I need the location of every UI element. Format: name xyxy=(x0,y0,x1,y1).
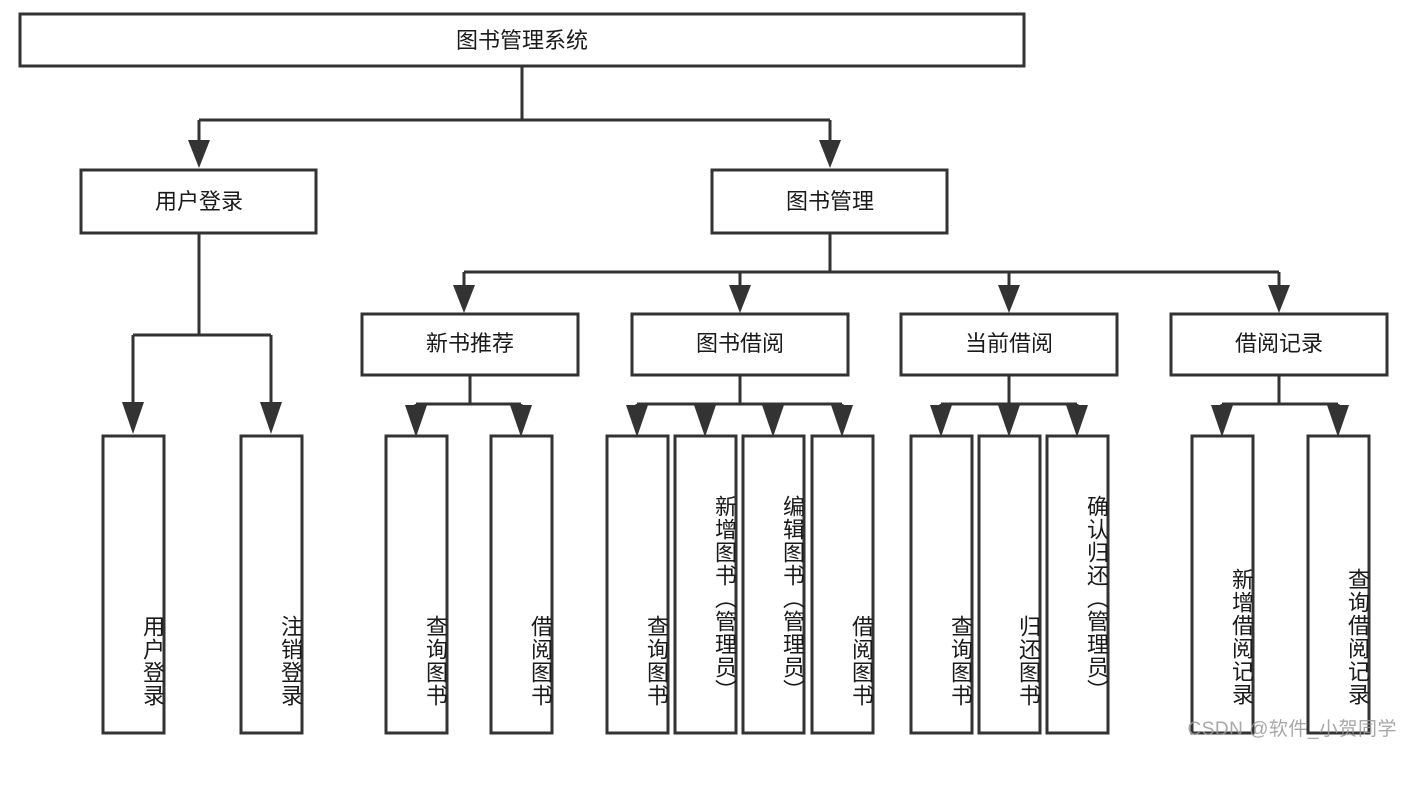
leaf-box-borrow-record-2[interactable] xyxy=(1306,434,1371,735)
node-borrow-record-box[interactable] xyxy=(1169,312,1389,377)
arrowhead-borrow-record xyxy=(1268,285,1290,313)
arrowhead-current-borrow xyxy=(998,285,1020,313)
leaf-box-current-borrow-1[interactable] xyxy=(909,434,974,735)
leaf-box-book-borrow-3[interactable] xyxy=(741,434,806,735)
node-book-borrow-box[interactable] xyxy=(630,312,850,377)
arrowhead-bb-leaf-1 xyxy=(626,405,648,437)
leaf-box-current-borrow-2[interactable] xyxy=(977,434,1042,735)
tree-diagram-svg: 图书管理系统 用户登录 图书管理 新书推荐 图书借阅 当前借阅 借阅记录 xyxy=(18,12,1389,735)
leaf-box-user-login-1[interactable] xyxy=(101,434,166,735)
leaf-box-current-borrow-3[interactable] xyxy=(1045,434,1110,735)
arrowhead-book-mgmt xyxy=(819,140,841,168)
leaf-box-book-borrow-1[interactable] xyxy=(605,434,670,735)
arrowheads-group xyxy=(122,140,1349,437)
leaf-box-new-book-2[interactable] xyxy=(489,434,554,735)
node-root-box[interactable] xyxy=(18,12,1026,68)
leaf-box-new-book-1[interactable] xyxy=(384,434,449,735)
arrowhead-book-borrow xyxy=(729,285,751,313)
arrowhead-cb-leaf-3 xyxy=(1066,405,1088,437)
node-user-login-box[interactable] xyxy=(79,168,318,235)
node-root-label: 图书管理系统 xyxy=(456,28,588,53)
node-new-book-box[interactable] xyxy=(360,312,580,377)
arrowhead-cb-leaf-1 xyxy=(930,405,952,437)
arrowhead-br-leaf-1 xyxy=(1211,405,1233,437)
nodes-group: 图书管理系统 用户登录 图书管理 新书推荐 图书借阅 当前借阅 借阅记录 xyxy=(18,12,1389,735)
arrowhead-nb-leaf-2 xyxy=(510,405,532,437)
node-new-book-label: 新书推荐 xyxy=(426,331,514,356)
arrowhead-nb-leaf-1 xyxy=(405,405,427,437)
node-current-borrow-label: 当前借阅 xyxy=(965,331,1053,356)
node-user-login-label: 用户登录 xyxy=(155,189,243,214)
diagram-canvas: 图书管理系统 用户登录 图书管理 新书推荐 图书借阅 当前借阅 借阅记录 xyxy=(18,12,1397,740)
node-book-mgmt-label: 图书管理 xyxy=(786,189,874,214)
arrowhead-br-leaf-2 xyxy=(1327,405,1349,437)
arrowhead-user-login xyxy=(188,140,210,168)
leaf-box-borrow-record-1[interactable] xyxy=(1190,434,1255,735)
arrowhead-bb-leaf-2 xyxy=(694,405,716,437)
node-book-borrow-label: 图书借阅 xyxy=(696,331,784,356)
node-borrow-record-label: 借阅记录 xyxy=(1235,331,1323,356)
watermark-text: CSDN @软件_小贺同学 xyxy=(1187,719,1397,740)
arrowhead-bb-leaf-3 xyxy=(762,405,784,437)
node-book-mgmt-box[interactable] xyxy=(710,168,949,235)
arrowhead-leaf-user-login xyxy=(122,402,144,434)
arrowhead-cb-leaf-2 xyxy=(998,405,1020,437)
node-current-borrow-box[interactable] xyxy=(899,312,1119,377)
arrowhead-leaf-logout xyxy=(260,402,282,434)
leaf-box-book-borrow-2[interactable] xyxy=(673,434,738,735)
arrowhead-bb-leaf-4 xyxy=(831,405,853,437)
arrowhead-new-book xyxy=(453,285,475,313)
leaf-box-book-borrow-4[interactable] xyxy=(810,434,875,735)
leaf-box-user-login-2[interactable] xyxy=(239,434,304,735)
